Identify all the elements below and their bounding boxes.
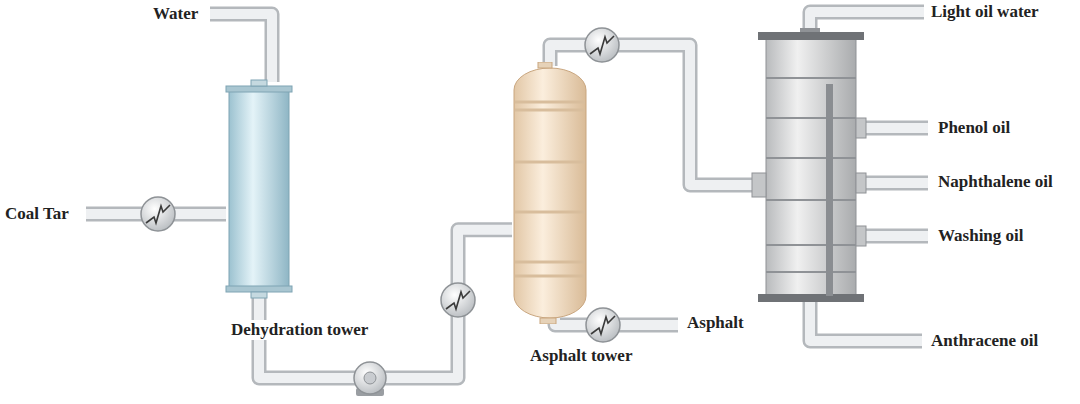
stream-label: Water bbox=[150, 4, 201, 24]
pipe-line bbox=[259, 230, 512, 378]
stream-label: Naphthalene oil bbox=[935, 172, 1056, 192]
tower: Dehydration tower bbox=[224, 78, 294, 300]
heat-exchanger bbox=[141, 28, 620, 342]
tower-label: Asphalt tower bbox=[527, 346, 635, 366]
tower-label: Dehydration tower bbox=[228, 320, 371, 340]
stream-label: Anthracene oil bbox=[928, 331, 1041, 351]
distillation-column bbox=[752, 28, 866, 302]
stream-label: Light oil water bbox=[928, 2, 1042, 22]
pipes bbox=[86, 12, 928, 341]
asphalt-vessel bbox=[510, 62, 590, 324]
stream-label: Asphalt bbox=[684, 313, 747, 333]
stream-label: Coal Tar bbox=[2, 204, 72, 224]
tower: Asphalt tower bbox=[510, 62, 590, 324]
dehydration-vessel bbox=[224, 78, 294, 300]
pump bbox=[354, 362, 386, 396]
stream-label: Phenol oil bbox=[935, 118, 1013, 138]
pipe-line bbox=[259, 230, 512, 378]
pipe-connector bbox=[259, 230, 512, 378]
stream-label: Washing oil bbox=[935, 226, 1027, 246]
